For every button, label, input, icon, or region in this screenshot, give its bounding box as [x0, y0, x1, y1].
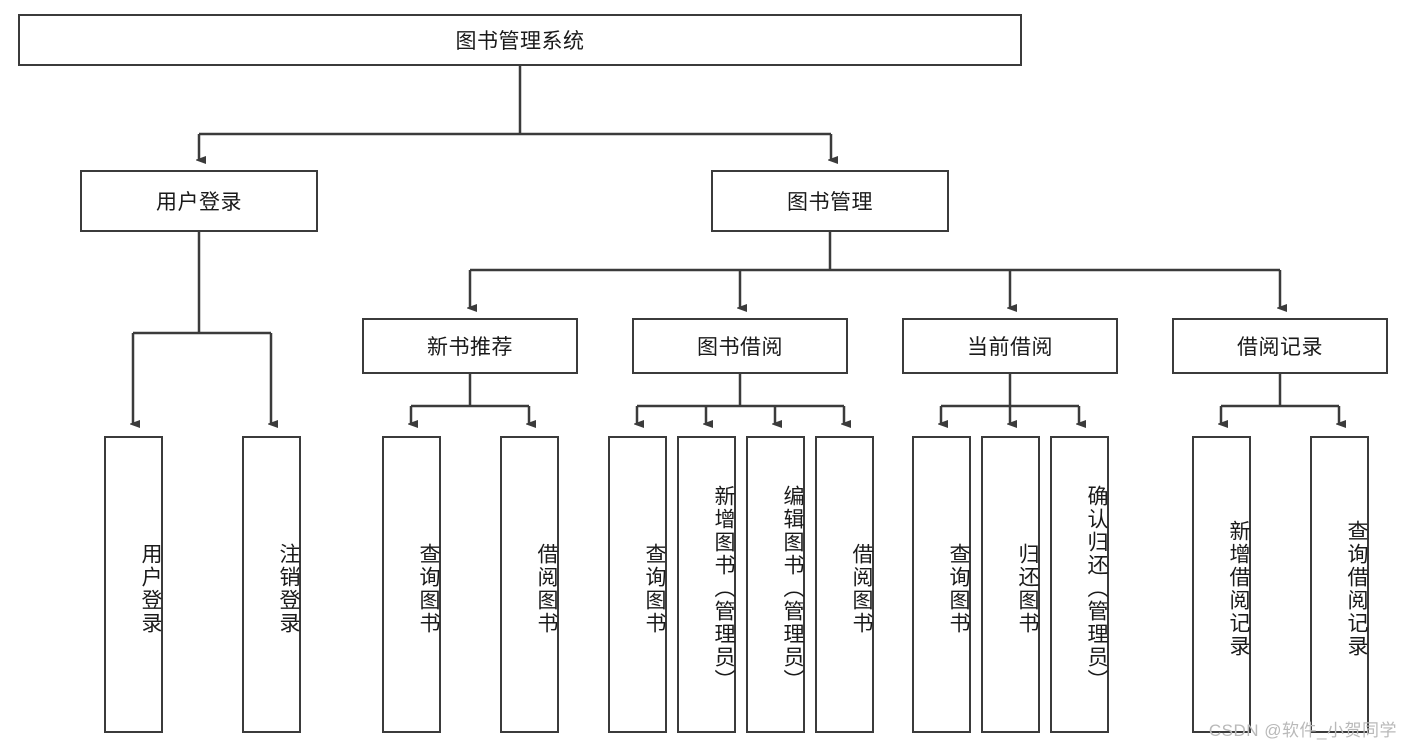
node-label: 当前借阅: [967, 336, 1053, 359]
node-label: 图书管理系统: [455, 30, 585, 53]
node-label: 归还图书: [1016, 542, 1039, 635]
leaf-recommend-borrow-book[interactable]: 借阅图书: [500, 436, 559, 733]
node-label: 新书推荐: [427, 336, 513, 359]
node-label: 图书管理: [787, 191, 873, 214]
node-label: 用户登录: [156, 191, 242, 214]
node-label: 新增借阅记录: [1227, 519, 1250, 658]
leaf-current-confirm-return-admin[interactable]: 确认归还（管理员）: [1050, 436, 1109, 733]
leaf-borrow-borrow-book[interactable]: 借阅图书: [815, 436, 874, 733]
leaf-borrow-add-book-admin[interactable]: 新增图书（管理员）: [677, 436, 736, 733]
node-label: 借阅图书: [850, 542, 873, 635]
node-label: 查询图书: [417, 542, 440, 635]
leaf-user-login-logout[interactable]: 注销登录: [242, 436, 301, 733]
node-label: 用户登录: [139, 542, 162, 635]
node-label: 确认归还（管理员）: [1085, 485, 1108, 692]
leaf-user-login-login[interactable]: 用户登录: [104, 436, 163, 733]
leaf-borrow-edit-book-admin[interactable]: 编辑图书（管理员）: [746, 436, 805, 733]
node-label: 图书借阅: [697, 336, 783, 359]
node-label: 编辑图书（管理员）: [781, 485, 804, 692]
node-book-borrow[interactable]: 图书借阅: [632, 318, 848, 374]
leaf-recommend-query-book[interactable]: 查询图书: [382, 436, 441, 733]
leaf-current-query-book[interactable]: 查询图书: [912, 436, 971, 733]
node-label: 查询图书: [947, 542, 970, 635]
node-new-book-recommend[interactable]: 新书推荐: [362, 318, 578, 374]
node-borrow-record[interactable]: 借阅记录: [1172, 318, 1388, 374]
node-label: 查询图书: [643, 542, 666, 635]
node-book-management[interactable]: 图书管理: [711, 170, 949, 232]
leaf-record-query-record[interactable]: 查询借阅记录: [1310, 436, 1369, 733]
node-user-login[interactable]: 用户登录: [80, 170, 318, 232]
leaf-current-return-book[interactable]: 归还图书: [981, 436, 1040, 733]
node-current-borrow[interactable]: 当前借阅: [902, 318, 1118, 374]
node-root-system[interactable]: 图书管理系统: [18, 14, 1022, 66]
node-label: 注销登录: [277, 542, 300, 635]
node-label: 查询借阅记录: [1345, 519, 1368, 658]
leaf-borrow-query-book[interactable]: 查询图书: [608, 436, 667, 733]
node-label: 借阅记录: [1237, 336, 1323, 359]
node-label: 借阅图书: [535, 542, 558, 635]
leaf-record-add-record[interactable]: 新增借阅记录: [1192, 436, 1251, 733]
node-label: 新增图书（管理员）: [712, 485, 735, 692]
csdn-watermark: CSDN @软件_小贺同学: [1208, 721, 1397, 740]
